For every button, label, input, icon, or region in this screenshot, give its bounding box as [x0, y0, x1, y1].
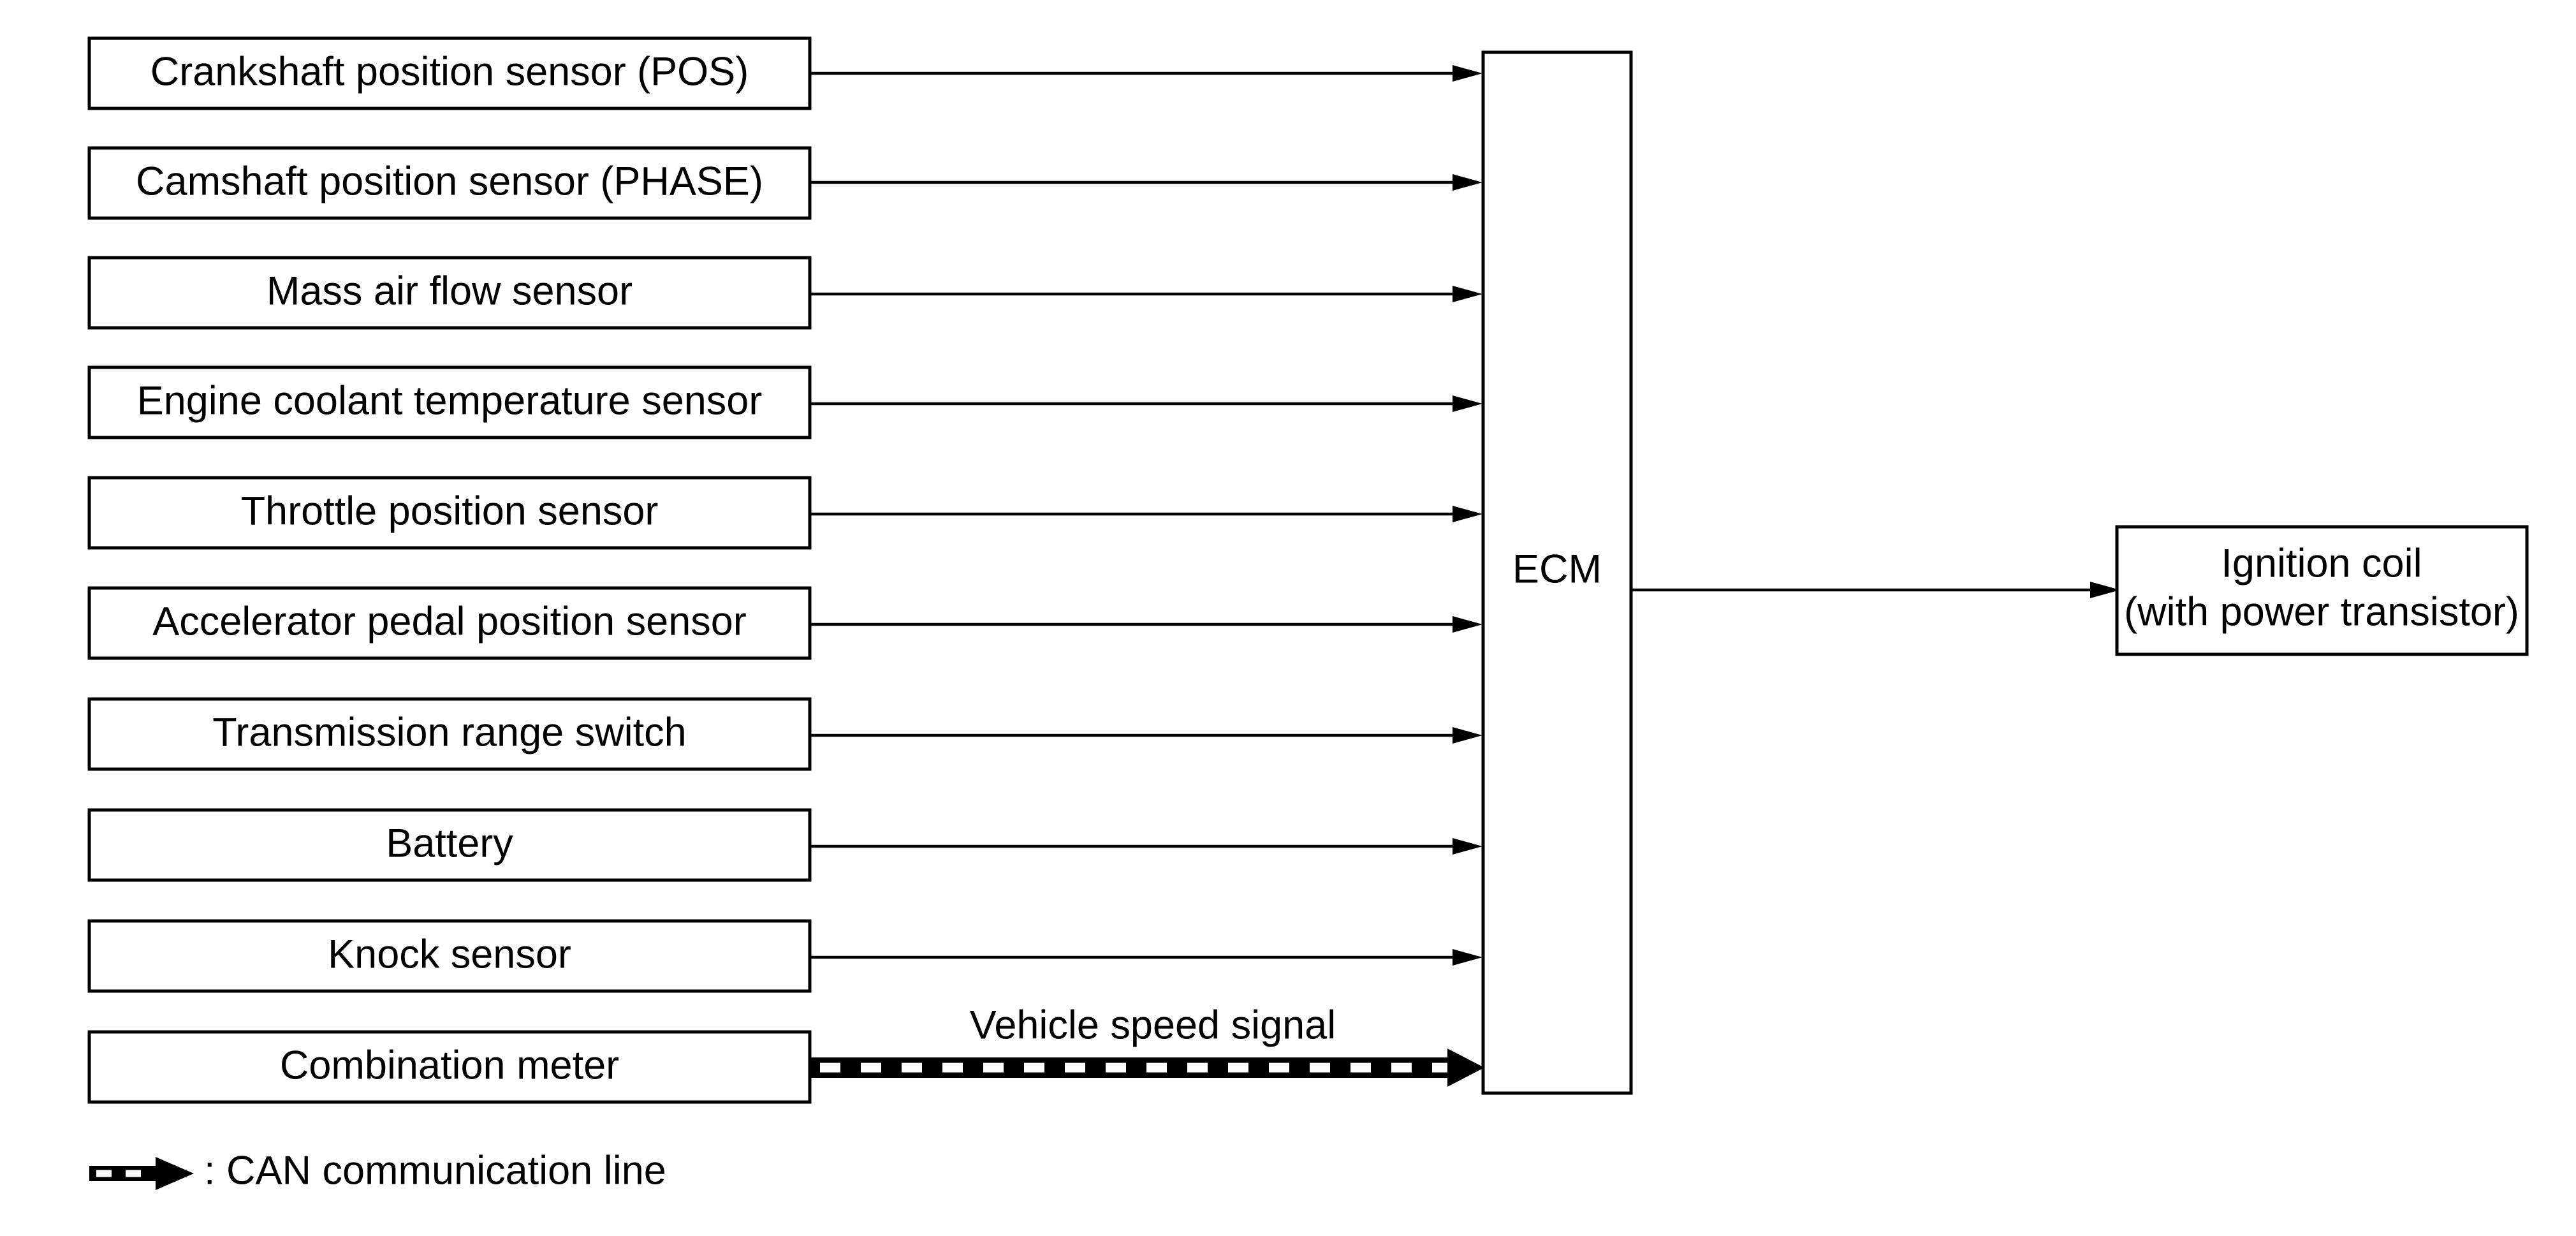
signal-arrow-throttle-position: [810, 506, 1482, 522]
signal-arrow-battery: [810, 838, 1482, 855]
can-signal-label: Vehicle speed signal: [970, 1003, 1336, 1048]
legend: : CAN communication line: [89, 1149, 666, 1193]
input-label-camshaft-position-sensor: Camshaft position sensor (PHASE): [136, 159, 763, 204]
signal-arrow-accelerator-pedal: [810, 616, 1482, 633]
input-box-throttle-position-sensor: Throttle position sensor: [87, 476, 812, 550]
legend-text: : CAN communication line: [204, 1149, 666, 1193]
signal-arrow-transmission-range: [810, 727, 1482, 744]
output-box-ignition-coil: Ignition coil (with power transistor): [2115, 525, 2529, 656]
input-label-combination-meter: Combination meter: [280, 1043, 619, 1088]
signal-arrow-camshaft: [810, 174, 1482, 191]
can-line-legend-icon: [89, 1157, 194, 1190]
can-arrow-vehicle-speed: [810, 1048, 1484, 1087]
input-label-battery: Battery: [386, 821, 513, 866]
input-box-mass-air-flow-sensor: Mass air flow sensor: [87, 256, 812, 330]
signal-arrow-crankshaft: [810, 65, 1482, 82]
signal-arrow-mass-air-flow: [810, 286, 1482, 302]
input-label-mass-air-flow-sensor: Mass air flow sensor: [267, 269, 633, 314]
output-label-line2: (with power transistor): [2124, 590, 2519, 635]
input-label-knock-sensor: Knock sensor: [328, 932, 571, 977]
input-box-camshaft-position-sensor: Camshaft position sensor (PHASE): [87, 146, 812, 220]
input-label-transmission-range-switch: Transmission range switch: [212, 710, 686, 755]
signal-arrow-engine-coolant-temperature: [810, 395, 1482, 412]
input-box-engine-coolant-temperature-sensor: Engine coolant temperature sensor: [87, 365, 812, 439]
input-label-throttle-position-sensor: Throttle position sensor: [241, 489, 659, 534]
input-label-engine-coolant-temperature-sensor: Engine coolant temperature sensor: [137, 379, 763, 423]
output-arrow-ignition-coil: [1631, 582, 2120, 598]
input-box-accelerator-pedal-position-sensor: Accelerator pedal position sensor: [87, 586, 812, 660]
input-box-crankshaft-position-sensor: Crankshaft position sensor (POS): [87, 36, 812, 110]
input-box-battery: Battery: [87, 808, 812, 882]
signal-arrow-knock-sensor: [810, 949, 1482, 966]
input-label-accelerator-pedal-position-sensor: Accelerator pedal position sensor: [152, 600, 747, 644]
input-box-knock-sensor: Knock sensor: [87, 919, 812, 993]
input-box-transmission-range-switch: Transmission range switch: [87, 697, 812, 771]
output-label-line1: Ignition coil: [2221, 541, 2422, 586]
input-label-crankshaft-position-sensor: Crankshaft position sensor (POS): [150, 50, 749, 94]
ecm-label: ECM: [1512, 547, 1602, 592]
input-box-combination-meter: Combination meter: [87, 1030, 812, 1104]
ecm-box: ECM: [1481, 50, 1633, 1095]
